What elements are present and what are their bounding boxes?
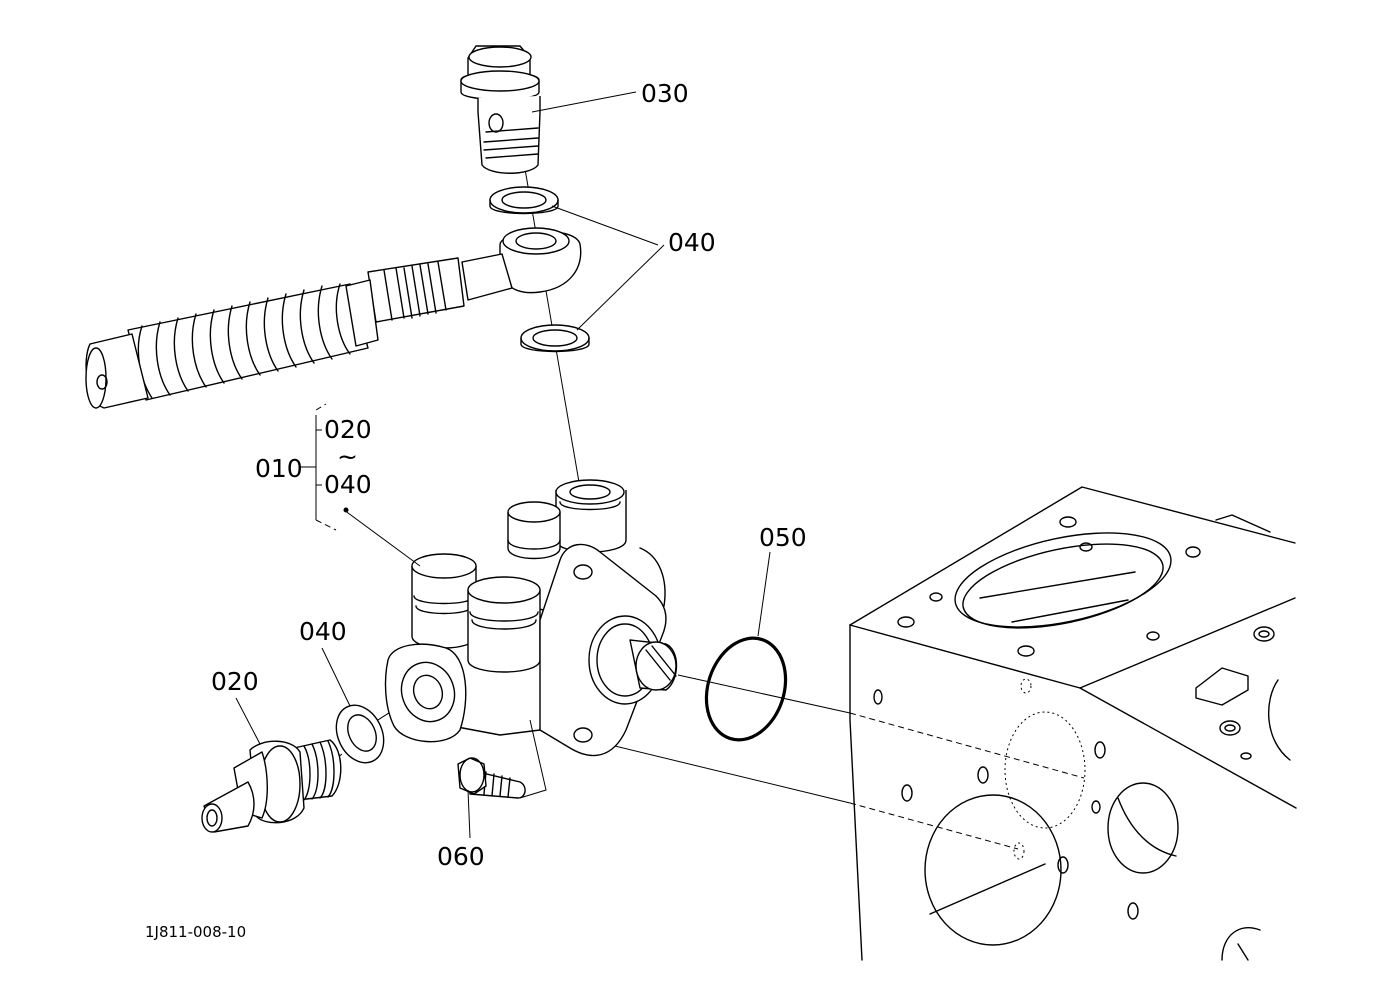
bolt-060 bbox=[457, 757, 526, 799]
callout-030: 030 bbox=[641, 79, 689, 108]
hose-fitting-020 bbox=[201, 739, 342, 833]
callout-range-separator: ~ bbox=[337, 442, 358, 471]
callout-040-left: 040 bbox=[299, 617, 347, 646]
pump-body-010 bbox=[384, 479, 678, 757]
callout-050: 050 bbox=[759, 523, 807, 552]
washer-040-left bbox=[335, 704, 385, 764]
callout-labels: 030 040 010 020 ~ 040 050 040 020 060 1J… bbox=[145, 79, 807, 941]
callout-060: 060 bbox=[437, 842, 485, 871]
callout-040-range-end: 040 bbox=[324, 470, 372, 499]
figure-reference: 1J811-008-10 bbox=[145, 923, 246, 941]
washer-040-lower bbox=[520, 324, 590, 353]
callout-040-top: 040 bbox=[668, 228, 716, 257]
callout-010: 010 bbox=[255, 454, 303, 483]
engine-block bbox=[849, 486, 1297, 961]
callout-020-range-start: 020 bbox=[324, 415, 372, 444]
leader-lines bbox=[235, 91, 771, 839]
o-ring-050 bbox=[704, 636, 788, 742]
fuel-pipe-assembly bbox=[85, 227, 582, 409]
banjo-bolt-030 bbox=[460, 45, 541, 174]
callout-020: 020 bbox=[211, 667, 259, 696]
washer-040-upper bbox=[489, 186, 559, 215]
